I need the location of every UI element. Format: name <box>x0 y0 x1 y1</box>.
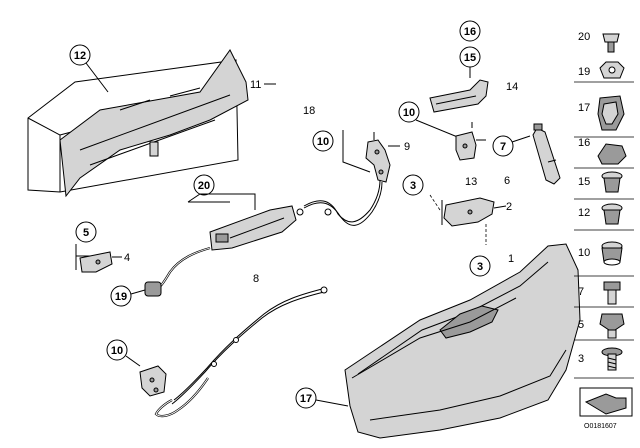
callout-13-label: 13 <box>465 176 477 188</box>
callout-16-top-label: 16 <box>464 26 476 38</box>
harness-to-grommet <box>144 246 211 297</box>
grip-handle-part-14 <box>429 79 489 113</box>
bowden-cable-upper <box>303 179 383 226</box>
expanding-nut-icon-15 <box>601 171 623 193</box>
legend-5-label: 5 <box>578 319 584 331</box>
gas-strut-part-6 <box>532 123 561 185</box>
bolt-icon <box>603 281 621 305</box>
grommet-icon <box>599 61 625 79</box>
legend-10-label: 10 <box>578 247 590 259</box>
callout-10-mid: 10 <box>398 101 461 139</box>
callout-10-lower: 10 <box>106 339 141 367</box>
fastener-legend: 20 19 17 16 15 12 <box>574 31 634 417</box>
callout-15-top: 15 <box>459 46 481 78</box>
callout-10-top: 10 <box>312 130 334 152</box>
callout-20-lock: 20 <box>187 174 256 210</box>
callout-19-grommet-label: 19 <box>115 291 127 303</box>
callout-7-strut-label: 7 <box>500 141 506 153</box>
callout-17-trim-label: 17 <box>300 393 312 405</box>
callout-16-top: 16 <box>459 20 481 42</box>
lock-actuator-part-8 <box>209 205 304 251</box>
callout-14-label: 14 <box>506 81 518 93</box>
expanding-nut-icon-12 <box>601 203 623 225</box>
callout-5-hinge-label: 5 <box>83 227 89 239</box>
callout-11-label: 11 <box>250 79 261 91</box>
cap-icon <box>597 143 627 165</box>
legend-3-label: 3 <box>578 353 584 365</box>
callout-4-label: 4 <box>124 252 130 264</box>
callout-3-lower-label: 3 <box>477 261 483 273</box>
direction-arrow-icon <box>579 387 633 417</box>
latch-motor-lower <box>139 365 167 397</box>
latch-bracket-part-2 <box>429 194 507 245</box>
callout-19-grommet: 19 <box>110 285 146 307</box>
legend-17-label: 17 <box>578 102 590 114</box>
callout-2-label: 2 <box>506 201 512 213</box>
harness-lower <box>154 377 209 418</box>
diagram-code: O0181607 <box>584 423 617 430</box>
callout-18-label: 18 <box>303 105 315 117</box>
hinge-bracket-upper <box>455 122 486 161</box>
callout-6-label: 6 <box>504 175 510 187</box>
plug-clip-icon <box>602 33 620 53</box>
callout-3-upper: 3 <box>402 174 424 196</box>
callout-3-lower: 3 <box>469 255 491 277</box>
callout-11: 11 <box>250 79 276 91</box>
tailgate-trim-part-1 <box>344 243 581 439</box>
callout-10-lower-label: 10 <box>111 345 123 357</box>
hex-nut-icon <box>601 241 623 266</box>
legend-12-label: 12 <box>578 207 590 219</box>
legend-15-label: 15 <box>578 176 590 188</box>
release-cable-lower <box>171 286 328 405</box>
callout-1-label: 1 <box>508 253 514 265</box>
callout-10-mid-label: 10 <box>403 107 415 119</box>
callout-17-trim: 17 <box>295 387 349 409</box>
bracket-part-9 <box>342 130 400 183</box>
callout-5-hinge: 5 <box>75 221 97 270</box>
legend-7-label: 7 <box>578 286 584 298</box>
callout-12: 12 <box>69 44 109 93</box>
hinge-part-4 <box>79 251 122 273</box>
legend-20-label: 20 <box>578 31 590 43</box>
callout-15-top-label: 15 <box>464 52 476 64</box>
callout-8-label: 8 <box>253 273 259 285</box>
callout-20-lock-label: 20 <box>198 180 210 192</box>
cover-cap-icon <box>597 95 625 131</box>
callout-7-strut: 7 <box>492 135 531 157</box>
legend-16-label: 16 <box>578 137 590 149</box>
legend-19-label: 19 <box>578 66 590 78</box>
trim-panel-part-11 <box>27 49 249 198</box>
callout-3-upper-label: 3 <box>410 180 416 192</box>
hex-bolt-icon <box>599 313 625 339</box>
callout-9-label: 9 <box>404 141 410 153</box>
screw-icon <box>601 347 623 371</box>
callout-10-top-label: 10 <box>317 136 329 148</box>
callout-12-label: 12 <box>74 50 86 62</box>
